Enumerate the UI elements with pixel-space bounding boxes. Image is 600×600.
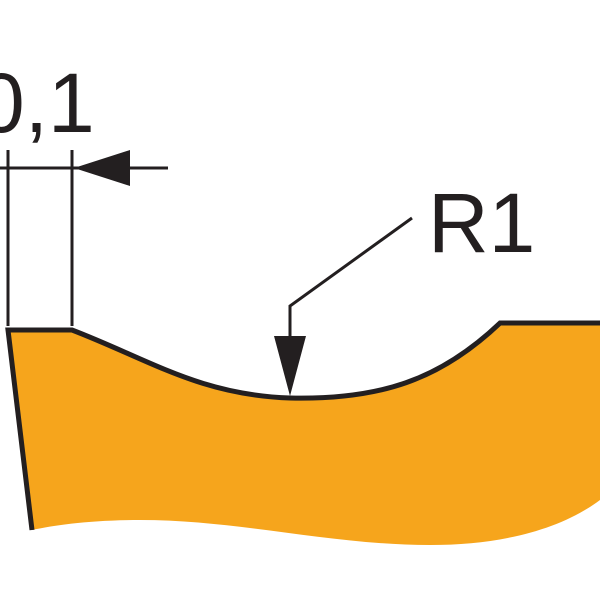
radius-arrow <box>274 336 306 396</box>
part-body <box>8 323 600 545</box>
radius-leader-line <box>288 216 413 340</box>
part-outline <box>5 320 600 531</box>
dimension-label: 0,1 <box>0 56 95 150</box>
radius-label: R1 <box>428 176 535 270</box>
dimension-arrow <box>74 150 130 186</box>
